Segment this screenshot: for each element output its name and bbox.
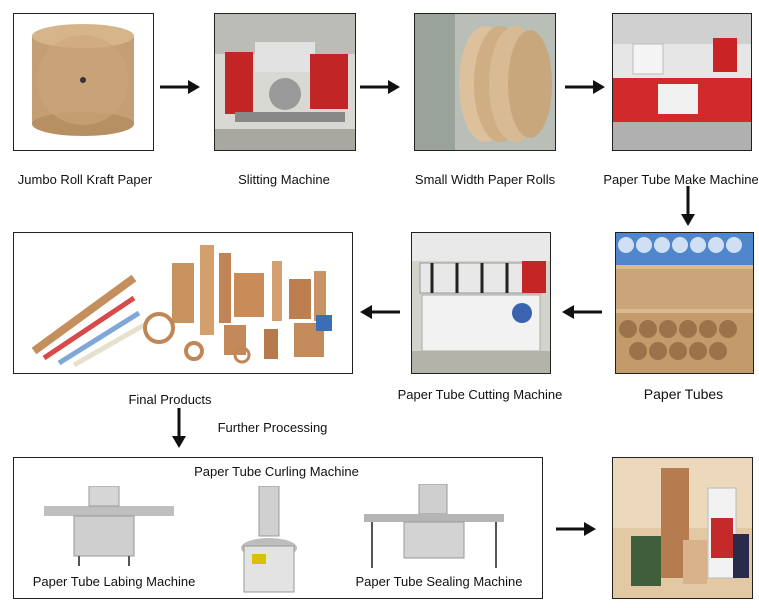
tube-make-label: Paper Tube Make Machine [603,172,759,187]
arrow-right-icon [565,80,605,94]
final-products-image [13,232,353,374]
curling-label: Paper Tube Curling Machine [194,464,359,479]
sealing-machine-image [364,484,504,568]
arrow-left-icon [562,305,602,319]
arrow-right-icon [556,522,596,536]
paper-tubes-label: Paper Tubes [643,386,724,402]
further-processing-box: Paper Tube Curling Machine Paper Tube La… [13,457,543,599]
arrow-down-icon [681,186,695,226]
arrow-right-icon [160,80,200,94]
labeling-label: Paper Tube Labing Machine [32,574,196,589]
paper-tubes-image [615,232,754,374]
small-width-rolls-image [414,13,556,151]
further-processing-label: Further Processing [217,420,328,435]
final-products-label: Final Products [128,392,212,407]
jumbo-roll-label: Jumbo Roll Kraft Paper [17,172,153,187]
curling-machine-image [241,486,297,593]
slitting-machine-image [214,13,356,151]
small-rolls-label: Small Width Paper Rolls [414,172,556,187]
sealing-label: Paper Tube Sealing Machine [355,574,523,589]
labeling-machine-image [44,486,174,566]
arrow-left-icon [360,305,400,319]
arrow-right-icon [360,80,400,94]
cutting-label: Paper Tube Cutting Machine [397,387,563,402]
packaged-tubes-image [612,457,753,599]
tube-make-machine-image [612,13,752,151]
arrow-down-icon [172,408,186,448]
jumbo-roll-image [13,13,154,151]
slitting-label: Slitting Machine [238,172,330,187]
cutting-machine-image [411,232,551,374]
